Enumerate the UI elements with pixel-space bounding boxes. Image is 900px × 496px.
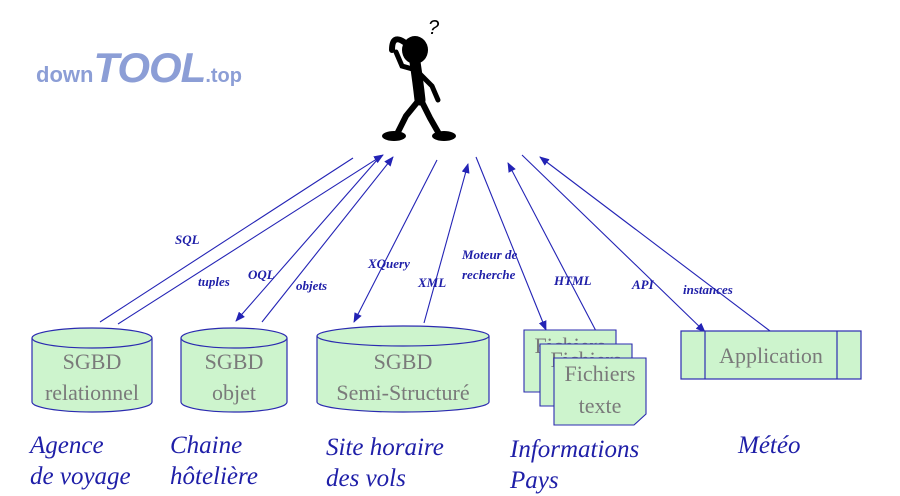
html-label: HTML xyxy=(553,273,592,288)
sgbd-relationnel-cylinder: SGBD relationnel xyxy=(31,327,153,413)
caption-meteo: Météo xyxy=(738,430,800,461)
xquery-arrow xyxy=(353,159,438,323)
watermark-logo: downTOOL.top xyxy=(36,44,242,92)
text-files-stack: Fichiers Fichiers Fichiers texte xyxy=(523,329,647,426)
sgbd-relationnel-line2: relationnel xyxy=(45,380,139,405)
xml-label: XML xyxy=(417,275,446,290)
sgbd-semi-line2: Semi-Structuré xyxy=(336,380,469,405)
caption-site-line2: des vols xyxy=(326,465,406,492)
objets-arrow xyxy=(261,156,394,323)
caption-agence: Agence de voyage xyxy=(30,430,131,492)
caption-agence-line1: Agence xyxy=(30,432,104,459)
application-label: Application xyxy=(719,343,823,368)
xml-arrow xyxy=(423,163,470,324)
instances-label: instances xyxy=(683,282,733,297)
file-front xyxy=(553,357,647,426)
thinking-person-icon: ? xyxy=(382,17,456,141)
logo-part-3: .top xyxy=(205,65,242,87)
caption-site: Site horaire des vols xyxy=(326,432,444,494)
application-box: Application xyxy=(680,330,862,380)
caption-informations-line1: Informations xyxy=(510,436,640,463)
logo-part-1: down xyxy=(36,62,94,87)
caption-chaine: Chaine hôtelière xyxy=(170,430,258,492)
caption-informations-line2: Pays xyxy=(510,467,559,494)
instances-arrow xyxy=(539,156,771,332)
xquery-label: XQuery xyxy=(367,256,410,271)
oql-label: OQL xyxy=(248,267,275,282)
caption-informations: Informations Pays xyxy=(510,434,639,496)
oql-arrow xyxy=(235,159,378,322)
moteur-label-line1: Moteur de xyxy=(461,247,517,262)
question-mark: ? xyxy=(428,17,440,39)
caption-chaine-line2: hôtelière xyxy=(170,463,258,490)
sql-arrow xyxy=(99,157,354,323)
sql-label: SQL xyxy=(175,232,200,247)
caption-agence-line2: de voyage xyxy=(30,463,131,490)
sgbd-objet-line2: objet xyxy=(212,380,256,405)
sgbd-relationnel-line1: SGBD xyxy=(63,349,122,374)
sgbd-semi-structure-cylinder: SGBD Semi-Structuré xyxy=(316,325,490,413)
caption-chaine-line1: Chaine xyxy=(170,432,243,459)
sgbd-objet-cylinder: SGBD objet xyxy=(180,327,288,413)
tuples-label: tuples xyxy=(198,274,230,289)
caption-site-line1: Site horaire xyxy=(326,434,444,461)
logo-part-2: TOOL xyxy=(93,44,206,91)
caption-meteo-line1: Météo xyxy=(738,432,801,459)
sgbd-objet-line1: SGBD xyxy=(205,349,264,374)
arrows xyxy=(99,154,771,333)
api-label: API xyxy=(631,277,655,292)
moteur-arrow xyxy=(475,156,547,331)
html-arrow xyxy=(507,162,597,332)
file-front-line1: Fichiers xyxy=(565,361,636,386)
tuples-arrow xyxy=(117,154,384,325)
api-arrow xyxy=(521,154,706,333)
file-front-line2: texte xyxy=(579,393,622,418)
objets-label: objets xyxy=(296,278,327,293)
moteur-label-line2: recherche xyxy=(462,267,516,282)
sgbd-semi-line1: SGBD xyxy=(374,349,433,374)
